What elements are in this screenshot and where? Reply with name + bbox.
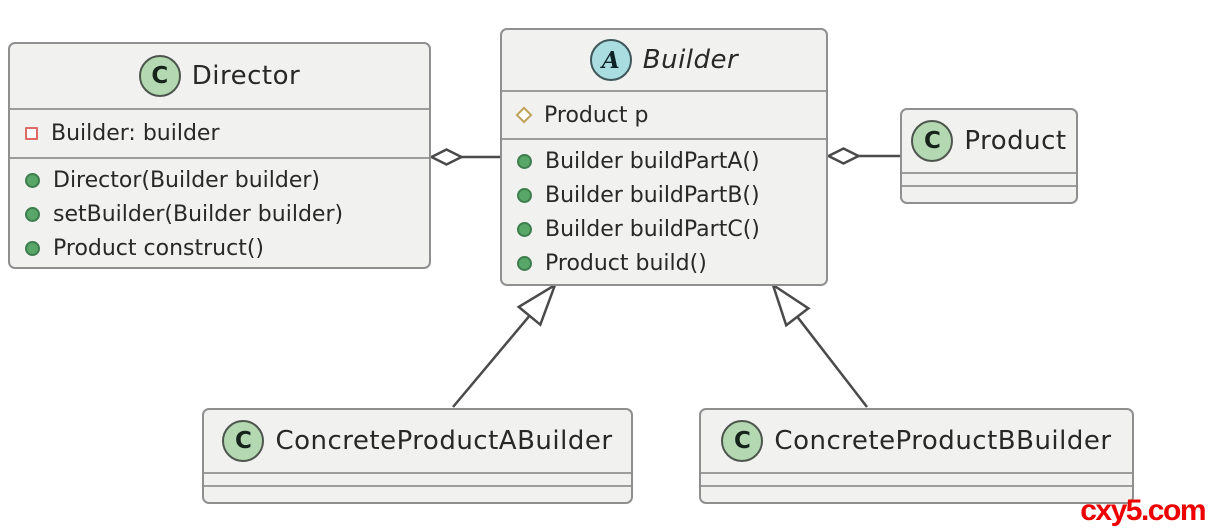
fields-section: Builder: builder (10, 108, 429, 157)
public-method-icon (517, 221, 532, 237)
method-row: Product build() (502, 246, 826, 280)
aggregation-diamond-director (428, 148, 465, 166)
class-name: ConcreteProductABuilder (275, 426, 613, 456)
class-title-builder: A Builder (502, 30, 826, 90)
public-method-icon (517, 187, 532, 203)
class-title-director: C Director (10, 44, 429, 108)
field-row: Product p (502, 103, 826, 128)
class-badge-icon: C (138, 55, 181, 97)
private-field-icon (25, 127, 38, 140)
class-name: Builder (642, 45, 739, 75)
watermark: cxy5.com (1080, 494, 1206, 527)
methods-section: Builder buildPartA() Builder buildPartB(… (502, 138, 826, 280)
class-badge-icon: C (222, 420, 265, 462)
aggregation-diamond-builder (825, 147, 862, 165)
class-box-concrete-product-b-builder: C ConcreteProductBBuilder (699, 408, 1134, 504)
protected-field-icon (515, 106, 533, 124)
class-name: ConcreteProductBBuilder (774, 426, 1112, 456)
method-text: Director(Builder builder) (53, 167, 321, 193)
public-method-icon (25, 206, 40, 222)
public-method-icon (517, 255, 532, 271)
method-text: Builder buildPartC() (545, 216, 760, 242)
fields-section-empty (701, 472, 1132, 485)
fields-section-empty (902, 172, 1076, 185)
class-title-concrete-a: C ConcreteProductABuilder (204, 410, 631, 472)
public-method-icon (517, 153, 532, 169)
class-box-concrete-product-a-builder: C ConcreteProductABuilder (202, 408, 633, 504)
methods-section-empty (902, 185, 1076, 202)
field-text: Product p (544, 102, 649, 128)
method-text: Product build() (545, 250, 707, 276)
method-text: Builder buildPartB() (545, 182, 760, 208)
field-text: Builder: builder (51, 121, 220, 146)
public-method-icon (25, 172, 40, 188)
class-badge-icon: C (721, 420, 764, 462)
class-title-product: C Product (902, 110, 1076, 172)
method-text: Builder buildPartA() (545, 148, 760, 174)
class-box-director: C Director Builder: builder Director(Bui… (8, 42, 431, 269)
field-row: Builder: builder (10, 121, 429, 146)
method-text: Product construct() (53, 235, 264, 261)
inheritance-triangle-concreteB (770, 281, 811, 328)
methods-section-empty (204, 485, 631, 502)
class-title-concrete-b: C ConcreteProductBBuilder (701, 410, 1132, 472)
inheritance-triangle-concreteA (516, 282, 558, 327)
fields-section: Product p (502, 90, 826, 138)
abstract-badge-icon: A (589, 39, 632, 81)
class-box-builder: A Builder Product p Builder buildPartA()… (500, 28, 828, 286)
class-name: Director (191, 61, 301, 91)
fields-section-empty (204, 472, 631, 485)
method-text: setBuilder(Builder builder) (53, 201, 344, 227)
methods-section: Director(Builder builder) setBuilder(Bui… (10, 157, 429, 265)
method-row: setBuilder(Builder builder) (10, 197, 429, 231)
method-row: Builder buildPartB() (502, 178, 826, 212)
method-row: Director(Builder builder) (10, 163, 429, 197)
public-method-icon (25, 240, 40, 256)
method-row: Product construct() (10, 231, 429, 265)
methods-section-empty (701, 485, 1132, 502)
class-name: Product (964, 126, 1067, 156)
method-row: Builder buildPartA() (502, 144, 826, 178)
inheritance-line-concreteB (796, 316, 868, 408)
inheritance-line-concreteA (452, 314, 531, 408)
class-badge-icon: C (911, 120, 954, 162)
class-box-product: C Product (900, 108, 1078, 204)
method-row: Builder buildPartC() (502, 212, 826, 246)
